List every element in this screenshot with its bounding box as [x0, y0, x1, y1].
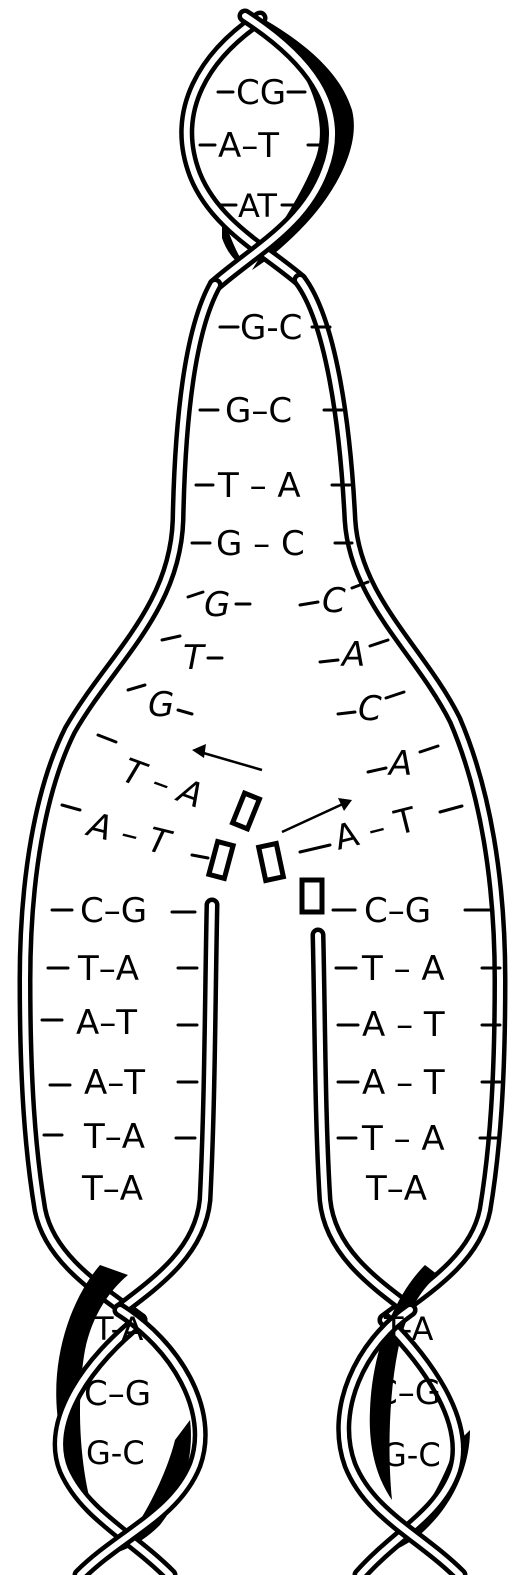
- right-pair-4: A – T: [362, 1063, 445, 1103]
- left-pair-5: T–A: [83, 1117, 145, 1157]
- arrow-left-head: [192, 744, 206, 758]
- left-base-1: G: [204, 585, 230, 625]
- tick: [162, 636, 180, 640]
- tick: [300, 845, 330, 852]
- right-helix-pair-3: G-C: [382, 1436, 441, 1474]
- new-pair-left-2: A – T: [82, 804, 176, 864]
- right-pair-2: T – A: [361, 949, 445, 989]
- left-helix-pair-1: T-A: [93, 1310, 143, 1348]
- okazaki-fragment: [209, 842, 233, 879]
- tick: [188, 592, 203, 597]
- left-helix-pair-2: C–G: [84, 1374, 151, 1414]
- left-base-2: T: [183, 638, 206, 678]
- right-base-4: A: [387, 744, 412, 784]
- right-base-3: C: [358, 689, 382, 729]
- right-pair-5: T – A: [361, 1119, 445, 1159]
- okazaki-fragment: [259, 844, 284, 881]
- left-pair-2: T–A: [77, 949, 139, 989]
- direction-arrows: [192, 744, 352, 832]
- top-pair-2: A–T: [218, 126, 279, 166]
- tick: [338, 712, 355, 714]
- okazaki-fragment: [233, 793, 260, 829]
- left-pair-6: T–A: [81, 1169, 143, 1209]
- left-pair-4: A–T: [84, 1063, 145, 1103]
- left-pair-3: A–T: [76, 1003, 137, 1043]
- right-pair-1: C–G: [364, 891, 431, 931]
- okazaki-fragment: [302, 880, 322, 912]
- right-pair-3: A – T: [362, 1005, 445, 1045]
- top-pair-1: CG: [236, 73, 286, 113]
- tick: [300, 602, 318, 605]
- tick: [370, 640, 388, 646]
- right-base-1: C: [322, 581, 346, 621]
- fork-strands: [25, 280, 500, 1320]
- new-pair-left: T – A: [117, 751, 208, 817]
- tick: [386, 692, 404, 698]
- fork-pair-1: G-C: [240, 308, 302, 348]
- fork-pair-3: T – A: [217, 466, 301, 506]
- fork-pair-4: G – C: [216, 524, 305, 564]
- left-pair-1: C–G: [80, 891, 147, 931]
- top-pair-3: AT: [238, 187, 277, 225]
- right-unpaired-bases: C A C A: [300, 581, 438, 784]
- tick: [98, 735, 116, 742]
- right-base-2: A: [340, 635, 365, 675]
- tick: [440, 806, 462, 812]
- left-base-3: G: [148, 685, 174, 725]
- tick: [128, 685, 145, 690]
- tick: [178, 710, 192, 714]
- right-helix-pair-2: C–G: [374, 1373, 441, 1413]
- right-pair-6: T–A: [365, 1169, 427, 1209]
- fork-pair-2: G–C: [225, 391, 292, 431]
- tick: [420, 746, 438, 752]
- arrow-left: [200, 752, 262, 770]
- right-helix-pair-1: T-A: [383, 1310, 433, 1348]
- tick: [368, 768, 386, 772]
- tick: [192, 855, 208, 858]
- left-helix-pair-3: G-C: [86, 1434, 145, 1472]
- tick: [62, 805, 80, 810]
- tick: [320, 660, 338, 662]
- okazaki-fragments: [209, 793, 322, 912]
